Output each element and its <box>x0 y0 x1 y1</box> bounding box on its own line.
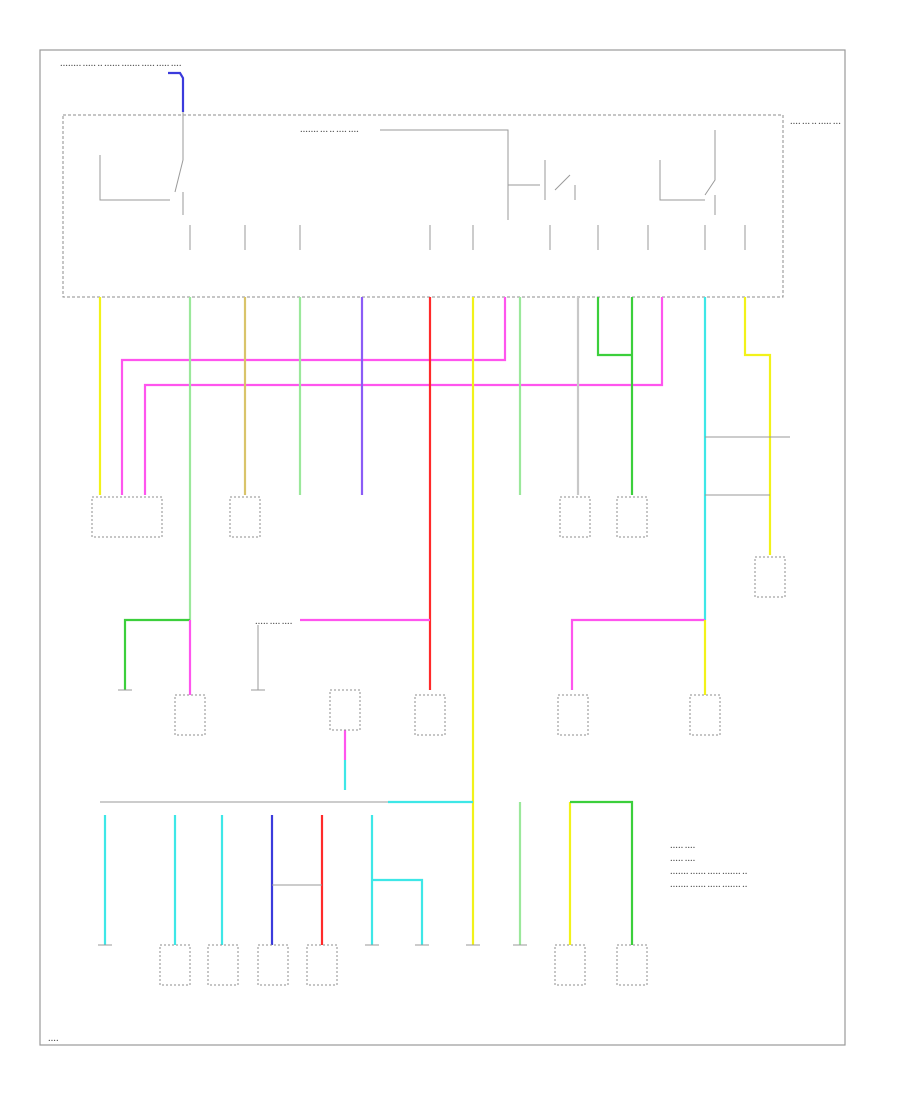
source-note-label: •••••••• ••••• •• •••••• ••••••• ••••• •… <box>60 64 182 69</box>
wire-pink-right <box>570 618 705 690</box>
legend-item-1: ••••• •••• <box>670 846 695 851</box>
component-15 <box>554 944 586 986</box>
legend-item-4: ••••••• •••••• ••••• ••••••• •• <box>670 885 747 890</box>
wire-green-b9 <box>570 800 634 945</box>
key-note-label: •••• ••• •• ••••• ••• <box>790 122 841 127</box>
wire-green-4 <box>596 297 634 495</box>
component-16 <box>616 944 648 986</box>
wire-yellow-right <box>743 297 772 555</box>
component-6 <box>174 694 206 736</box>
relay-switch-2 <box>380 129 576 220</box>
component-2 <box>229 496 261 538</box>
relay-fuse-box <box>62 114 784 298</box>
component-12 <box>207 944 239 986</box>
inline-note-label: ••••• •••• •••• <box>255 622 292 627</box>
component-3 <box>559 496 591 538</box>
wire-green-branch <box>123 618 190 690</box>
component-1 <box>91 496 163 538</box>
legend-item-2: ••••• •••• <box>670 859 695 864</box>
component-7 <box>414 694 446 736</box>
component-14 <box>306 944 338 986</box>
relay-box-note-label: ••••••• ••• •• •••• •••• <box>300 130 359 135</box>
component-5 <box>754 556 786 598</box>
component-10 <box>329 689 361 731</box>
wire-cyan-b6 <box>370 815 424 945</box>
relay-switch-3 <box>659 130 716 215</box>
component-11 <box>159 944 191 986</box>
component-8 <box>557 694 589 736</box>
legend: ••••• •••• ••••• •••• ••••••• •••••• •••… <box>670 846 747 890</box>
ground-markers <box>98 689 527 946</box>
wire-pink-loop-1 <box>120 297 507 495</box>
relay-switch-1 <box>99 112 184 215</box>
splice-right <box>705 436 790 496</box>
legend-item-3: ••••••• •••••• ••••• ••••••• •• <box>670 872 747 877</box>
blue-feed-wire <box>168 71 185 112</box>
component-13 <box>257 944 289 986</box>
component-4 <box>616 496 648 538</box>
diagram-frame <box>39 49 846 1046</box>
component-9 <box>689 694 721 736</box>
wire-pink-loop-2 <box>143 297 664 495</box>
fuse-row <box>189 225 746 250</box>
corner-note-label: •••• <box>48 1039 59 1044</box>
